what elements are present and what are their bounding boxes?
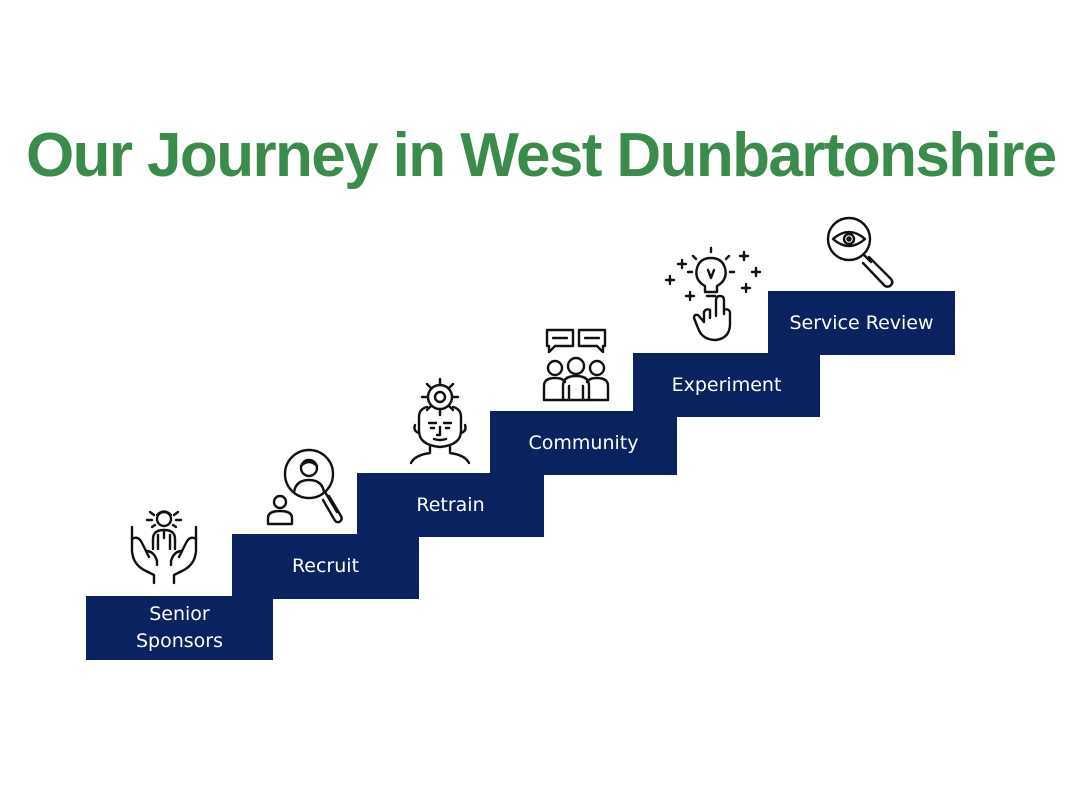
step-senior-sponsors: Senior Sponsors xyxy=(86,596,273,660)
person-magnifier-icon xyxy=(263,448,345,528)
step-experiment: Experiment xyxy=(633,353,820,417)
head-gear-icon xyxy=(405,375,475,465)
step-recruit: Recruit xyxy=(232,534,419,599)
slide-title: Our Journey in West Dunbartonshire xyxy=(26,121,1057,190)
step-community: Community xyxy=(490,411,677,475)
step-service-review: Service Review xyxy=(768,291,955,355)
lightbulb-hand-icon xyxy=(664,246,764,346)
eye-magnifier-icon xyxy=(823,215,903,291)
step-retrain: Retrain xyxy=(357,473,544,537)
hands-holding-person-icon xyxy=(124,505,204,585)
group-chat-icon xyxy=(541,326,611,404)
